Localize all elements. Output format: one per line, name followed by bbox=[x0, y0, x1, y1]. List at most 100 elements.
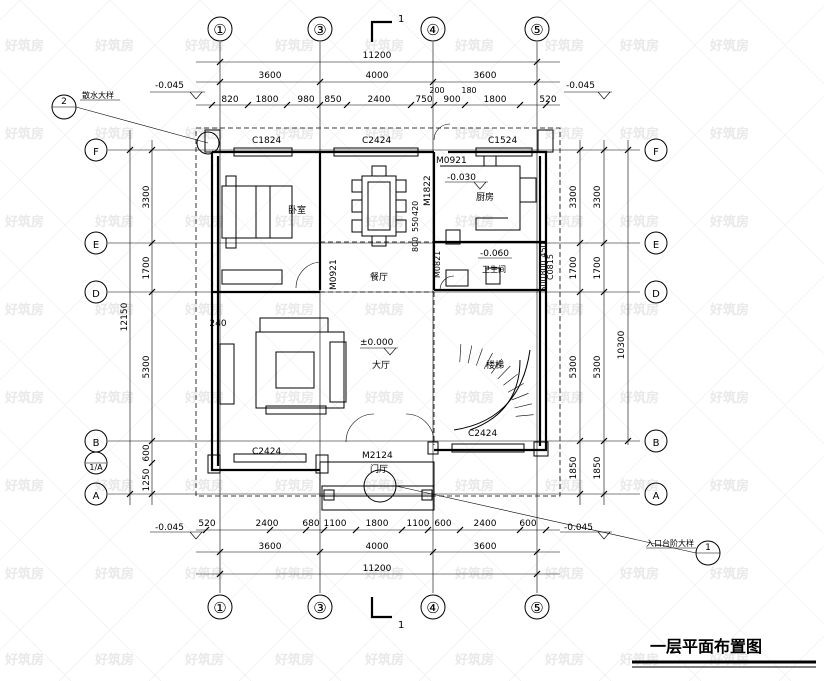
watermark-text: 好筑房 bbox=[184, 652, 224, 668]
background-diagonal bbox=[778, 635, 824, 681]
label-c1524: C1524 bbox=[488, 136, 517, 146]
watermark-text: 好筑房 bbox=[4, 126, 44, 142]
watermark-text: 好筑房 bbox=[4, 652, 44, 668]
level-hall: ±0.000 bbox=[360, 338, 394, 348]
dim-bot-m3: 3600 bbox=[474, 542, 497, 552]
dim-top-d2: 1800 bbox=[256, 95, 279, 105]
dimension-tick bbox=[320, 526, 328, 534]
dim-right-s3: 500 bbox=[539, 276, 548, 291]
room-label-hall: 大厅 bbox=[372, 359, 390, 371]
label-c2424-top: C2424 bbox=[362, 136, 391, 146]
dim-right-o3: 5300 bbox=[593, 355, 603, 378]
watermark-text: 好筑房 bbox=[4, 478, 44, 494]
dimension-tick bbox=[533, 78, 541, 86]
dim-left-5: 1250 bbox=[142, 468, 152, 491]
axis-D-left: D bbox=[92, 289, 100, 300]
room-label-dining: 餐厅 bbox=[370, 271, 388, 283]
background-diagonal bbox=[598, 455, 824, 681]
background-diagonal bbox=[19, 0, 702, 681]
watermark-text: 好筑房 bbox=[619, 38, 659, 54]
background-diagonal bbox=[0, 69, 612, 681]
section-marks: 1 1 bbox=[370, 14, 404, 631]
background-diagonal bbox=[0, 249, 432, 681]
axis-bubbles-top: ① ③ ④ ⑤ bbox=[207, 16, 550, 42]
dim-right-o2: 1700 bbox=[593, 256, 603, 279]
dim-bot-total: 11200 bbox=[363, 564, 392, 574]
dimension-tick bbox=[148, 459, 156, 467]
label-m0921-bed: M0921 bbox=[329, 259, 339, 290]
dim-bot-d5: 1800 bbox=[366, 519, 389, 529]
watermark-text: 好筑房 bbox=[619, 302, 659, 318]
callout-left-text: 散水大样 bbox=[82, 90, 114, 100]
dimension-tick bbox=[600, 437, 608, 445]
dimension-tick bbox=[316, 548, 324, 556]
watermark-text: 好筑房 bbox=[544, 652, 584, 668]
dimension-tick bbox=[624, 146, 632, 154]
level-markers: -0.045 -0.045 -0.045 -0.045 -0.030 -0.06… bbox=[150, 81, 612, 540]
watermark-text: 好筑房 bbox=[454, 390, 494, 406]
label-c0815: C0815 bbox=[546, 254, 555, 280]
watermark-text: 好筑房 bbox=[274, 38, 314, 54]
background-diagonal bbox=[148, 5, 824, 681]
dimension-tick bbox=[208, 101, 216, 109]
dimension-tick bbox=[148, 239, 156, 247]
dimension-tick bbox=[266, 526, 274, 534]
watermark-text: 好筑房 bbox=[619, 390, 659, 406]
stair-tread bbox=[459, 344, 462, 363]
watermark-text: 好筑房 bbox=[544, 126, 584, 142]
axis-1A-left: 1/A bbox=[89, 463, 103, 472]
watermark-text: 好筑房 bbox=[184, 38, 224, 54]
watermark-text: 好筑房 bbox=[619, 652, 659, 668]
label-m0921-kitchen: M0921 bbox=[436, 156, 467, 166]
watermark-text: 好筑房 bbox=[364, 38, 404, 54]
axis-bubbles-bottom: ① ③ ④ ⑤ bbox=[207, 594, 550, 620]
axis-F-right: F bbox=[653, 147, 659, 158]
watermark-text: 好筑房 bbox=[709, 652, 749, 668]
dimension-tick bbox=[576, 288, 584, 296]
watermark-text: 好筑房 bbox=[619, 478, 659, 494]
watermark-text: 好筑房 bbox=[454, 214, 494, 230]
watermark-text: 好筑房 bbox=[4, 38, 44, 54]
dimension-tick bbox=[148, 437, 156, 445]
dim-top-main-2: 4000 bbox=[366, 71, 389, 81]
watermark-text: 好筑房 bbox=[709, 566, 749, 582]
detail-callouts: 2 散水大样 1 入口台阶大样 bbox=[51, 90, 721, 566]
background-diagonal bbox=[0, 339, 342, 681]
axis-bubbles-right: F E D B A bbox=[644, 138, 668, 506]
label-c2424-hall: C2424 bbox=[252, 447, 281, 457]
background-diagonal bbox=[0, 0, 201, 201]
dim-top-d7: 900 bbox=[443, 95, 460, 105]
axis-1-top: ① bbox=[213, 21, 226, 39]
watermark-text: 好筑房 bbox=[619, 214, 659, 230]
axis-4-bottom: ④ bbox=[426, 599, 439, 617]
watermark-text: 好筑房 bbox=[709, 126, 749, 142]
stair-tread bbox=[511, 393, 529, 401]
room-label-bathroom: 卫生间 bbox=[482, 264, 506, 274]
axis-5-top: ⑤ bbox=[530, 21, 543, 39]
watermark-text: 好筑房 bbox=[364, 652, 404, 668]
dimension-tick bbox=[542, 526, 550, 534]
watermark-text: 好筑房 bbox=[544, 390, 584, 406]
watermark-text: 好筑房 bbox=[709, 390, 749, 406]
dimension-tick bbox=[533, 58, 541, 66]
watermark-text: 好筑房 bbox=[94, 38, 134, 54]
watermark-text: 好筑房 bbox=[274, 302, 314, 318]
section-mark-bottom: 1 bbox=[398, 620, 404, 631]
stair-tread bbox=[514, 403, 532, 409]
background-diagonal bbox=[289, 0, 824, 535]
label-m0821: M0821 bbox=[433, 251, 442, 278]
dimension-tick bbox=[398, 526, 406, 534]
dim-mid-3: 420 bbox=[411, 201, 420, 216]
dimension-tick bbox=[283, 101, 291, 109]
axis-bubbles-left: F E D B 1/A A bbox=[84, 138, 108, 506]
background-diagonal bbox=[109, 0, 792, 681]
level-top-right: -0.045 bbox=[566, 81, 595, 91]
dimensions-bottom: 520 2400 680 1100 1800 1100 600 2400 600… bbox=[196, 519, 560, 578]
watermark-text: 好筑房 bbox=[544, 478, 584, 494]
watermark-text: 好筑房 bbox=[184, 390, 224, 406]
title-text: 一层平面布置图 bbox=[650, 637, 762, 656]
watermark-text: 好筑房 bbox=[454, 652, 494, 668]
dim-bot-m2: 4000 bbox=[366, 542, 389, 552]
axis-E-left: E bbox=[93, 240, 99, 251]
